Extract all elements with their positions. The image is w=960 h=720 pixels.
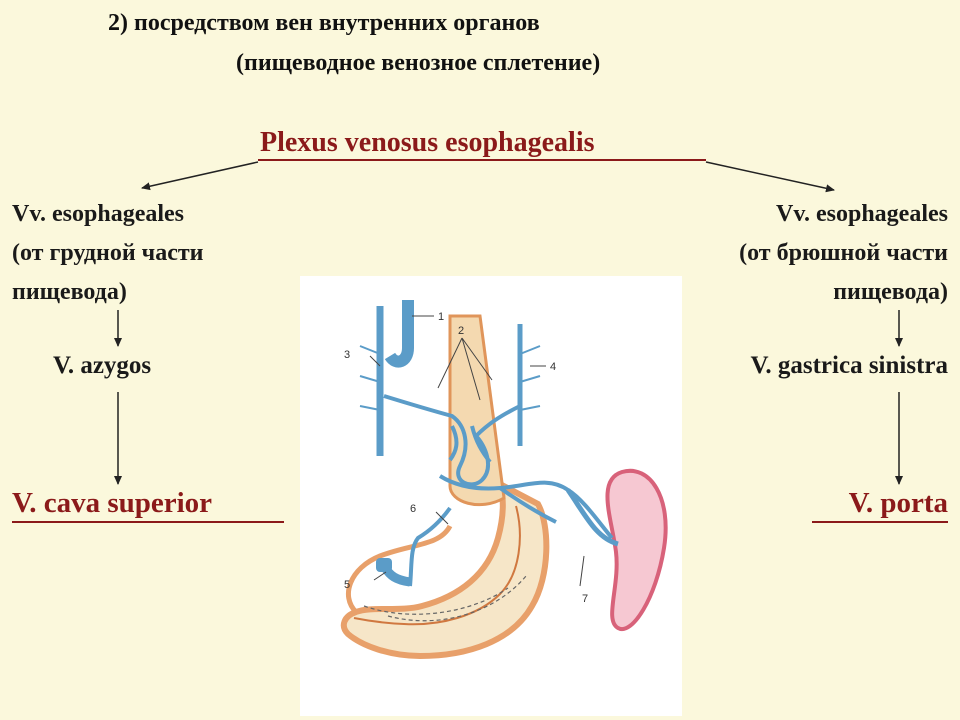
left-line-2: (от грудной части bbox=[12, 240, 204, 266]
leader-lines bbox=[369, 315, 585, 587]
spleen-shape bbox=[605, 468, 668, 632]
label-2: 2 bbox=[458, 325, 464, 337]
left-line-3: пищевода) bbox=[12, 279, 127, 305]
label-4: 4 bbox=[550, 361, 556, 373]
azygos-label: V. azygos bbox=[53, 352, 152, 379]
label-3: 3 bbox=[344, 349, 350, 361]
splenic-vein bbox=[565, 488, 619, 547]
plexus-title: Plexus venosus esophagealis bbox=[260, 127, 595, 158]
left-line-1: Vv. esophageales bbox=[12, 201, 185, 227]
slide-heading: 2) посредством вен внутренних органов bbox=[108, 10, 540, 36]
svc-vein bbox=[384, 300, 414, 368]
stomach-dashed-line bbox=[363, 587, 509, 615]
anatomy-svg: 1 2 3 4 5 6 7 bbox=[340, 300, 668, 660]
right-line-1: Vv. esophageales bbox=[775, 201, 948, 227]
slide-subheading: (пищеводное венозное сплетение) bbox=[236, 50, 601, 76]
esophageal-plexus bbox=[383, 394, 614, 587]
label-7: 7 bbox=[582, 593, 588, 605]
label-5: 5 bbox=[344, 579, 350, 591]
right-line-3: пищевода) bbox=[833, 279, 948, 305]
stomach-dashed-line-2 bbox=[387, 575, 527, 622]
pylorus-curve bbox=[345, 524, 453, 614]
label-6: 6 bbox=[410, 503, 416, 515]
branch-hatches bbox=[359, 345, 541, 411]
right-esophageal-veins: Vv. esophageales (от брюшной части пищев… bbox=[739, 195, 948, 312]
right-line-2: (от брюшной части bbox=[739, 240, 948, 266]
anatomy-illustration: 1 2 3 4 5 6 7 bbox=[300, 276, 682, 716]
portal-vein-end bbox=[376, 558, 392, 572]
left-esophageal-veins: Vv. esophageales (от грудной части пищев… bbox=[12, 195, 203, 312]
label-1: 1 bbox=[438, 311, 444, 323]
porta-label: V. porta bbox=[848, 487, 948, 519]
arrow-to-right-branch bbox=[705, 161, 835, 193]
arrow-to-left-branch bbox=[141, 161, 259, 191]
cava-superior-label: V. cava superior bbox=[12, 487, 213, 519]
gastrica-sinistra-label: V. gastrica sinistra bbox=[750, 352, 948, 379]
